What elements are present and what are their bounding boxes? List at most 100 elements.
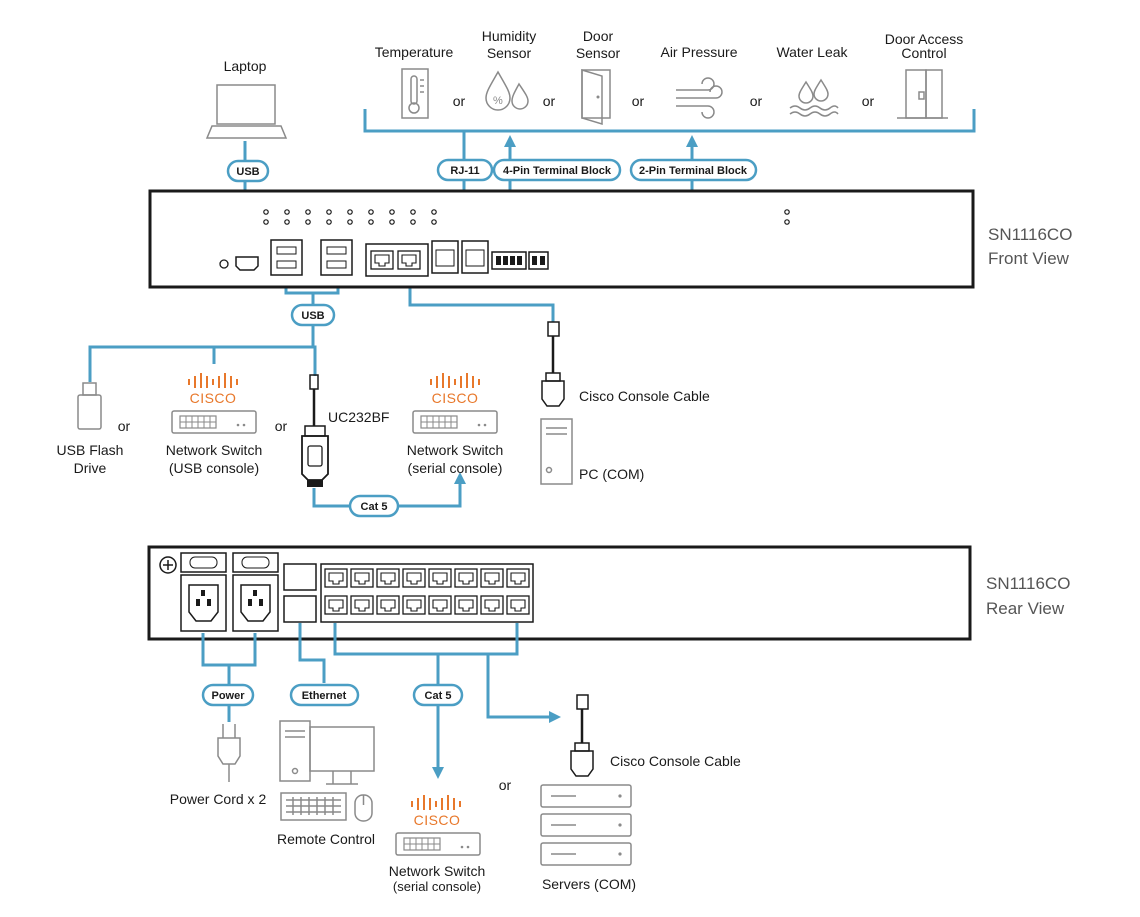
door-icon <box>581 68 611 126</box>
power-cord: Power Cord x 2 <box>170 724 267 807</box>
usb-flash-label-line2: Drive <box>74 460 107 476</box>
servers-label: Servers (COM) <box>542 876 636 892</box>
humidity-icon: % <box>485 70 529 111</box>
door-access-control: Door Access Control <box>885 31 964 119</box>
console-cable-icon <box>570 694 594 777</box>
desktop-computer-icon <box>279 720 375 785</box>
rear-view-label: Rear View <box>986 599 1065 618</box>
mouse-icon <box>354 794 373 822</box>
door-label-line1: Door <box>583 28 614 44</box>
switch-usb-label-line1: Network Switch <box>166 442 262 458</box>
usb-connector-label-top: USB <box>226 159 270 183</box>
network-switch-icon <box>395 832 481 856</box>
switch-usb-label-line2: (USB console) <box>169 460 259 476</box>
door-access-icon <box>897 69 948 119</box>
cat5-pill-text: Cat 5 <box>361 501 388 513</box>
remote-control: Remote Control <box>277 720 375 847</box>
network-switch-icon <box>412 410 498 434</box>
power-pill-text: Power <box>211 690 245 702</box>
svg-text:CISCO: CISCO <box>432 390 479 406</box>
power-cord-label: Power Cord x 2 <box>170 791 267 807</box>
usb-flash-drive: USB Flash Drive <box>57 382 123 476</box>
rj11-ports <box>431 240 489 274</box>
water-leak-sensor: Water Leak <box>776 44 849 117</box>
switch-serial-label-line2: (serial console) <box>408 460 503 476</box>
cisco-console-cable-rear: Cisco Console Cable <box>570 694 741 777</box>
cat5-pill-text: Cat 5 <box>425 690 452 702</box>
pc-tower-icon <box>540 418 573 485</box>
cisco-console-cable-front: Cisco Console Cable <box>541 321 710 407</box>
ethernet-connector-label: Ethernet <box>289 683 360 707</box>
ground-screw-icon <box>159 556 177 574</box>
or-label: or <box>499 777 512 793</box>
water-leak-label: Water Leak <box>776 44 848 60</box>
air-pressure-label: Air Pressure <box>660 44 737 60</box>
front-rj45-ports <box>365 243 429 277</box>
laptop: Laptop <box>205 58 288 139</box>
usb-pill-text: USB <box>236 166 259 178</box>
temperature-label: Temperature <box>375 44 454 60</box>
sensor-bus-line <box>363 109 976 133</box>
hdmi-port <box>235 256 259 271</box>
humidity-label-line1: Humidity <box>482 28 536 44</box>
usb-connector-label-bottom: USB <box>290 303 336 327</box>
servers-com: Servers (COM) <box>540 784 636 892</box>
wind-icon <box>676 77 723 119</box>
ethernet-pill-text: Ethernet <box>302 690 347 702</box>
cat5-connector-label-front: Cat 5 <box>348 494 400 518</box>
lan-ports <box>283 563 317 623</box>
usb-ports-right <box>320 239 353 276</box>
console-cable-icon <box>541 321 565 407</box>
terminal-block-4pin <box>491 251 527 270</box>
cisco-logo: CISCO <box>430 373 480 406</box>
cisco-logo: CISCO <box>188 373 238 406</box>
terminal4-connector-label: 4-Pin Terminal Block <box>492 158 622 182</box>
thermometer-icon <box>401 68 429 119</box>
network-switch-serial-console: CISCO Network Switch (serial console) <box>407 373 503 476</box>
pc-com: PC (COM) <box>540 418 644 485</box>
sn1116co-front-view <box>148 189 975 289</box>
rear-switch-label-line2: (serial console) <box>393 879 481 894</box>
door-label-line2: Sensor <box>576 45 621 61</box>
cat5-connector-label-rear: Cat 5 <box>412 683 464 707</box>
svg-text:CISCO: CISCO <box>190 390 237 406</box>
cisco-logo: CISCO <box>411 795 461 828</box>
or-label: or <box>862 93 875 109</box>
usb-pill-text: USB <box>301 310 324 322</box>
rear-model-label: SN1116CO <box>986 574 1070 593</box>
network-switch-icon <box>171 410 257 434</box>
network-switch-usb-console: CISCO Network Switch (USB console) <box>166 373 262 476</box>
or-label: or <box>275 418 288 434</box>
power-connector-label: Power <box>201 683 255 707</box>
terminal2-connector-label: 2-Pin Terminal Block <box>629 158 758 182</box>
door-access-label-line1: Door Access <box>885 31 964 47</box>
rj11-connector-label: RJ-11 <box>436 158 494 182</box>
console-cable-label: Cisco Console Cable <box>579 388 710 404</box>
door-access-label-line2: Control <box>901 45 946 61</box>
air-pressure-sensor: Air Pressure <box>660 44 738 119</box>
power-plug-icon <box>217 724 241 782</box>
temperature-sensor: Temperature <box>375 44 454 119</box>
sn1116co-rear-view <box>147 545 972 641</box>
svg-text:CISCO: CISCO <box>414 812 461 828</box>
rear-switch-label-line1: Network Switch <box>389 863 485 879</box>
humidity-sensor: Humidity Sensor % <box>482 28 536 111</box>
laptop-label: Laptop <box>224 58 267 74</box>
uc232bf-icon <box>301 374 329 487</box>
serial-port-grid <box>320 563 534 623</box>
usb-flash-drive-icon <box>77 382 102 430</box>
usb-ports-left <box>270 239 303 276</box>
led-indicators <box>263 209 790 225</box>
network-switch-serial-console-rear: CISCO Network Switch (serial console) <box>389 795 485 894</box>
or-label: or <box>632 93 645 109</box>
or-label: or <box>750 93 763 109</box>
or-label: or <box>453 93 466 109</box>
remote-control-label: Remote Control <box>277 831 375 847</box>
door-sensor: Door Sensor <box>576 28 621 126</box>
switch-serial-label-line1: Network Switch <box>407 442 503 458</box>
terminal4-pill-text: 4-Pin Terminal Block <box>503 165 612 177</box>
pc-label: PC (COM) <box>579 466 644 482</box>
reset-button-icon <box>219 259 229 269</box>
server-rack-icon <box>540 784 632 866</box>
